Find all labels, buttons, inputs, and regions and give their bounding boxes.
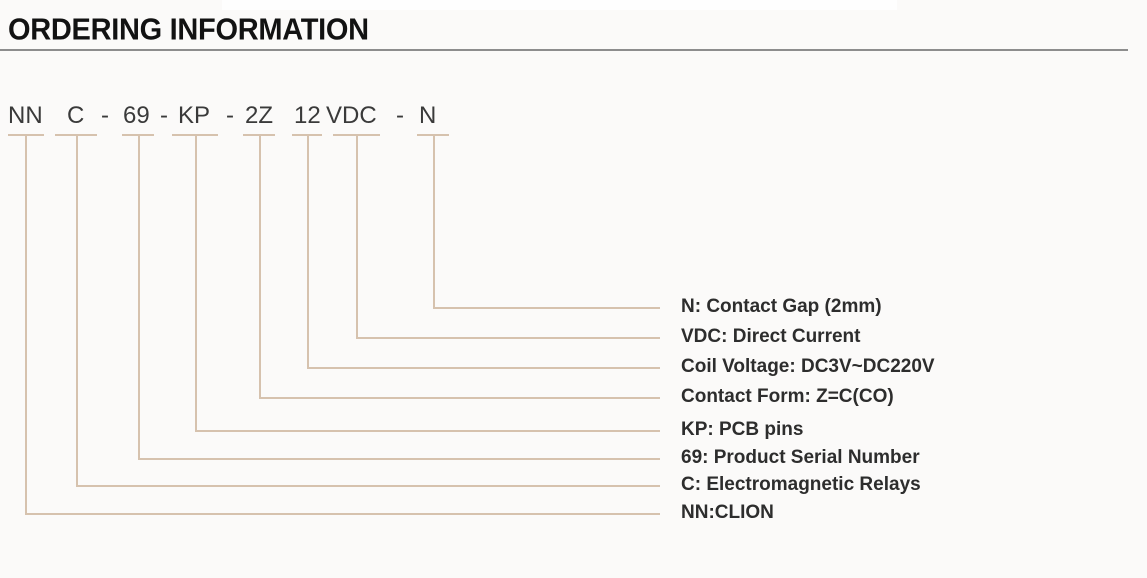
connector-69 (138, 136, 660, 460)
underline-c (55, 134, 97, 136)
part-code-c: C (67, 102, 85, 129)
connector-2z (259, 136, 660, 399)
connector-kp (195, 136, 660, 432)
underline-nn (8, 134, 44, 136)
label-relay-type: C: Electromagnetic Relays (681, 474, 921, 495)
part-code-12: 12 (294, 102, 321, 129)
underline-2z (243, 134, 275, 136)
part-separator: - (226, 102, 234, 129)
part-code-69: 69 (123, 102, 150, 129)
underline-12 (292, 134, 322, 136)
part-code-n: N (419, 102, 437, 129)
connector-n (433, 136, 660, 309)
part-code-vdc: VDC (326, 102, 377, 129)
label-brand: NN:CLION (681, 502, 774, 523)
underline-vdc (333, 134, 380, 136)
label-serial-number: 69: Product Serial Number (681, 447, 920, 468)
label-coil-voltage: Coil Voltage: DC3V~DC220V (681, 356, 935, 377)
label-contact-gap: N: Contact Gap (2mm) (681, 296, 882, 317)
background-highlight-band (222, 0, 897, 10)
part-code-nn: NN (8, 102, 43, 129)
underline-69 (122, 134, 154, 136)
connector-c (76, 136, 660, 487)
section-title-rule (0, 49, 1128, 51)
part-separator: - (160, 102, 168, 129)
underline-n (417, 134, 449, 136)
underline-kp (172, 134, 218, 136)
part-code-kp: KP (178, 102, 211, 129)
connector-12 (307, 136, 660, 369)
label-direct-current: VDC: Direct Current (681, 326, 861, 347)
connector-vdc (356, 136, 660, 339)
label-contact-form: Contact Form: Z=C(CO) (681, 386, 894, 407)
section-title: ORDERING INFORMATION (8, 13, 369, 47)
part-separator: - (396, 102, 404, 129)
part-separator: - (101, 102, 109, 129)
part-code-2z: 2Z (245, 102, 274, 129)
label-pcb-pins: KP: PCB pins (681, 419, 804, 440)
connector-nn (25, 136, 660, 515)
